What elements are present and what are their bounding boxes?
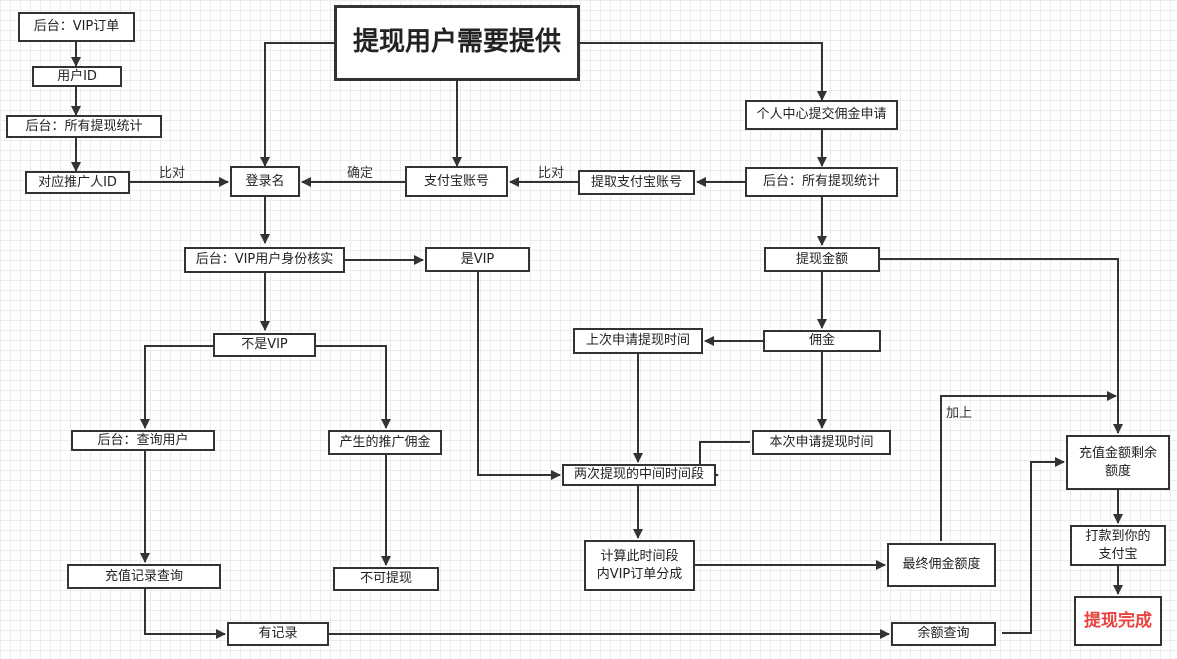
calc-split-node: 计算此时间段 内VIP订单分成	[584, 540, 695, 591]
compare-label-right: 比对	[538, 166, 565, 181]
commission-node: 佣金	[763, 330, 881, 352]
user-id-node: 用户ID	[32, 66, 122, 87]
title-node: 提现用户需要提供	[334, 5, 580, 81]
confirm-label: 确定	[347, 166, 374, 181]
compare-label-left: 比对	[159, 166, 186, 181]
login-name-node: 登录名	[230, 166, 300, 197]
promoter-id-node: 对应推广人ID	[25, 171, 130, 194]
personal-center-node: 个人中心提交佣金申请	[745, 100, 898, 130]
edge-recharge-to-record	[144, 589, 226, 639]
withdraw-stats-left-node: 后台：所有提现统计	[6, 115, 162, 138]
edge-title-to-personal-center	[580, 42, 827, 101]
add-label: 加上	[946, 406, 973, 421]
edge-title-to-login	[260, 42, 334, 167]
extract-alipay-node: 提取支付宝账号	[578, 170, 695, 195]
edge-balance-to-remaining	[1002, 457, 1065, 634]
not-vip-node: 不是VIP	[213, 333, 316, 357]
edge-notvip-to-commission	[316, 345, 391, 429]
edge-isvip-to-interval	[477, 272, 561, 480]
remaining-quota-node: 充值金额剩余 额度	[1066, 435, 1170, 490]
withdraw-amount-node: 提现金额	[764, 247, 880, 272]
has-record-node: 有记录	[227, 622, 329, 646]
is-vip-node: 是VIP	[425, 247, 530, 272]
final-quota-node: 最终佣金额度	[887, 543, 996, 587]
recharge-query-node: 充值记录查询	[67, 564, 221, 589]
query-user-node: 后台：查询用户	[71, 430, 215, 451]
edge-amount-to-remaining	[880, 258, 1123, 434]
withdraw-complete-node: 提现完成	[1074, 596, 1162, 646]
withdraw-stats-right-node: 后台：所有提现统计	[745, 167, 898, 197]
pay-to-alipay-node: 打款到你的 支付宝	[1070, 525, 1166, 566]
alipay-account-node: 支付宝账号	[405, 166, 508, 197]
vip-verify-node: 后台：VIP用户身份核实	[184, 247, 345, 273]
vip-order-node: 后台：VIP订单	[18, 12, 135, 42]
promo-commission-node: 产生的推广佣金	[328, 430, 442, 455]
balance-query-node: 余额查询	[891, 622, 996, 646]
interval-node: 两次提现的中间时间段	[562, 464, 716, 486]
this-request-time-node: 本次申请提现时间	[752, 430, 891, 455]
edge-notvip-to-query	[140, 345, 214, 429]
last-request-time-node: 上次申请提现时间	[573, 328, 703, 354]
edge-final-to-remaining	[940, 391, 1117, 541]
no-withdraw-node: 不可提现	[333, 567, 439, 591]
